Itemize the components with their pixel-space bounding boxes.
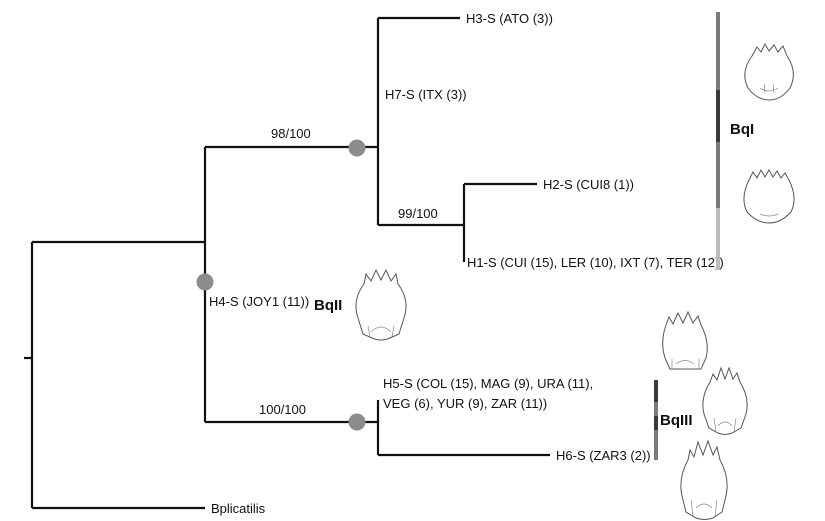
bqiii-node-dot [348,413,366,431]
bqi-bar-segment-1 [716,12,720,90]
group-label-bqii: BqII [314,297,342,314]
tip-label-h6: H6-S (ZAR3 (2)) [556,448,651,463]
tip-label-h5-line1: H5-S (COL (15), MAG (9), URA (11), [383,376,593,391]
tip-label-h4: H4-S (JOY1 (11)) [209,294,309,309]
support-bqiii: 100/100 [259,402,306,417]
group-label-bqi: BqI [730,121,754,138]
lorica-drawing-bqi-top [744,42,794,101]
bqi-bar-segment-3 [716,142,720,208]
bqiii-bar-segment-1 [654,380,658,402]
lorica-drawing-bqiii-3 [680,439,728,520]
lorica-drawing-bqiii-1 [662,310,708,370]
lorica-drawing-bqi-bottom [743,168,795,224]
support-bqi: 98/100 [271,126,311,141]
tip-label-h3: H3-S (ATO (3)) [466,11,553,26]
tip-label-outgroup: Bplicatilis [211,501,266,516]
tip-label-h7: H7-S (ITX (3)) [385,87,467,102]
tip-label-h2: H2-S (CUI8 (1)) [543,177,634,192]
bqi-bar-segment-2 [716,90,720,142]
group-label-bqiii: BqIII [660,412,693,429]
lorica-drawing-bqiii-2 [702,366,748,435]
tip-label-h5-line2: VEG (6), YUR (9), ZAR (11)) [383,396,547,411]
bqi-bar-segment-4 [716,208,720,270]
bqiii-bar-segment-3 [654,416,658,430]
tip-label-h1: H1-S (CUI (15), LER (10), IXT (7), TER (… [467,255,724,270]
bqi-node-dot [348,139,366,157]
support-h1-h2: 99/100 [398,206,438,221]
bqiii-bar-segment-4 [654,430,658,460]
lorica-drawing-bqii [355,268,407,341]
bqiii-bar-segment-2 [654,402,658,416]
ingroup-node-dot [196,273,214,291]
